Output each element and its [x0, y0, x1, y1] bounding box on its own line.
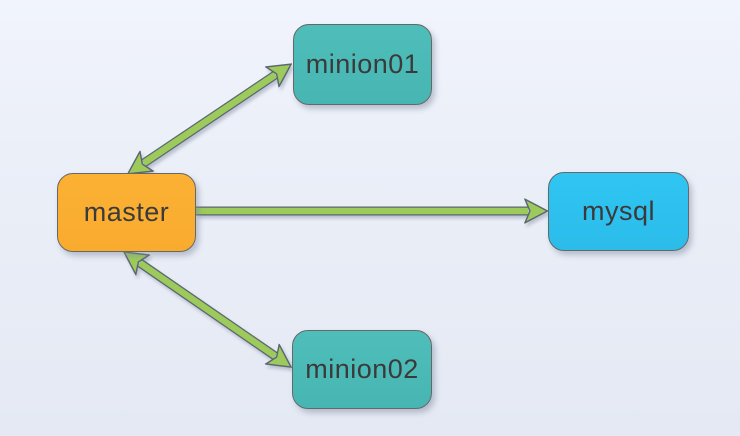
edge-master-minion01	[144, 75, 275, 163]
node-minion02-label: minion02	[305, 354, 419, 384]
node-minion01: minion01	[293, 24, 432, 105]
node-master: master	[57, 173, 196, 252]
node-mysql: mysql	[548, 172, 689, 251]
node-minion01-label: minion01	[305, 49, 420, 79]
node-master-label: master	[83, 197, 170, 227]
node-minion02: minion02	[292, 330, 432, 409]
edge-master-minion02	[140, 263, 275, 356]
node-mysql-label: mysql	[581, 196, 655, 226]
